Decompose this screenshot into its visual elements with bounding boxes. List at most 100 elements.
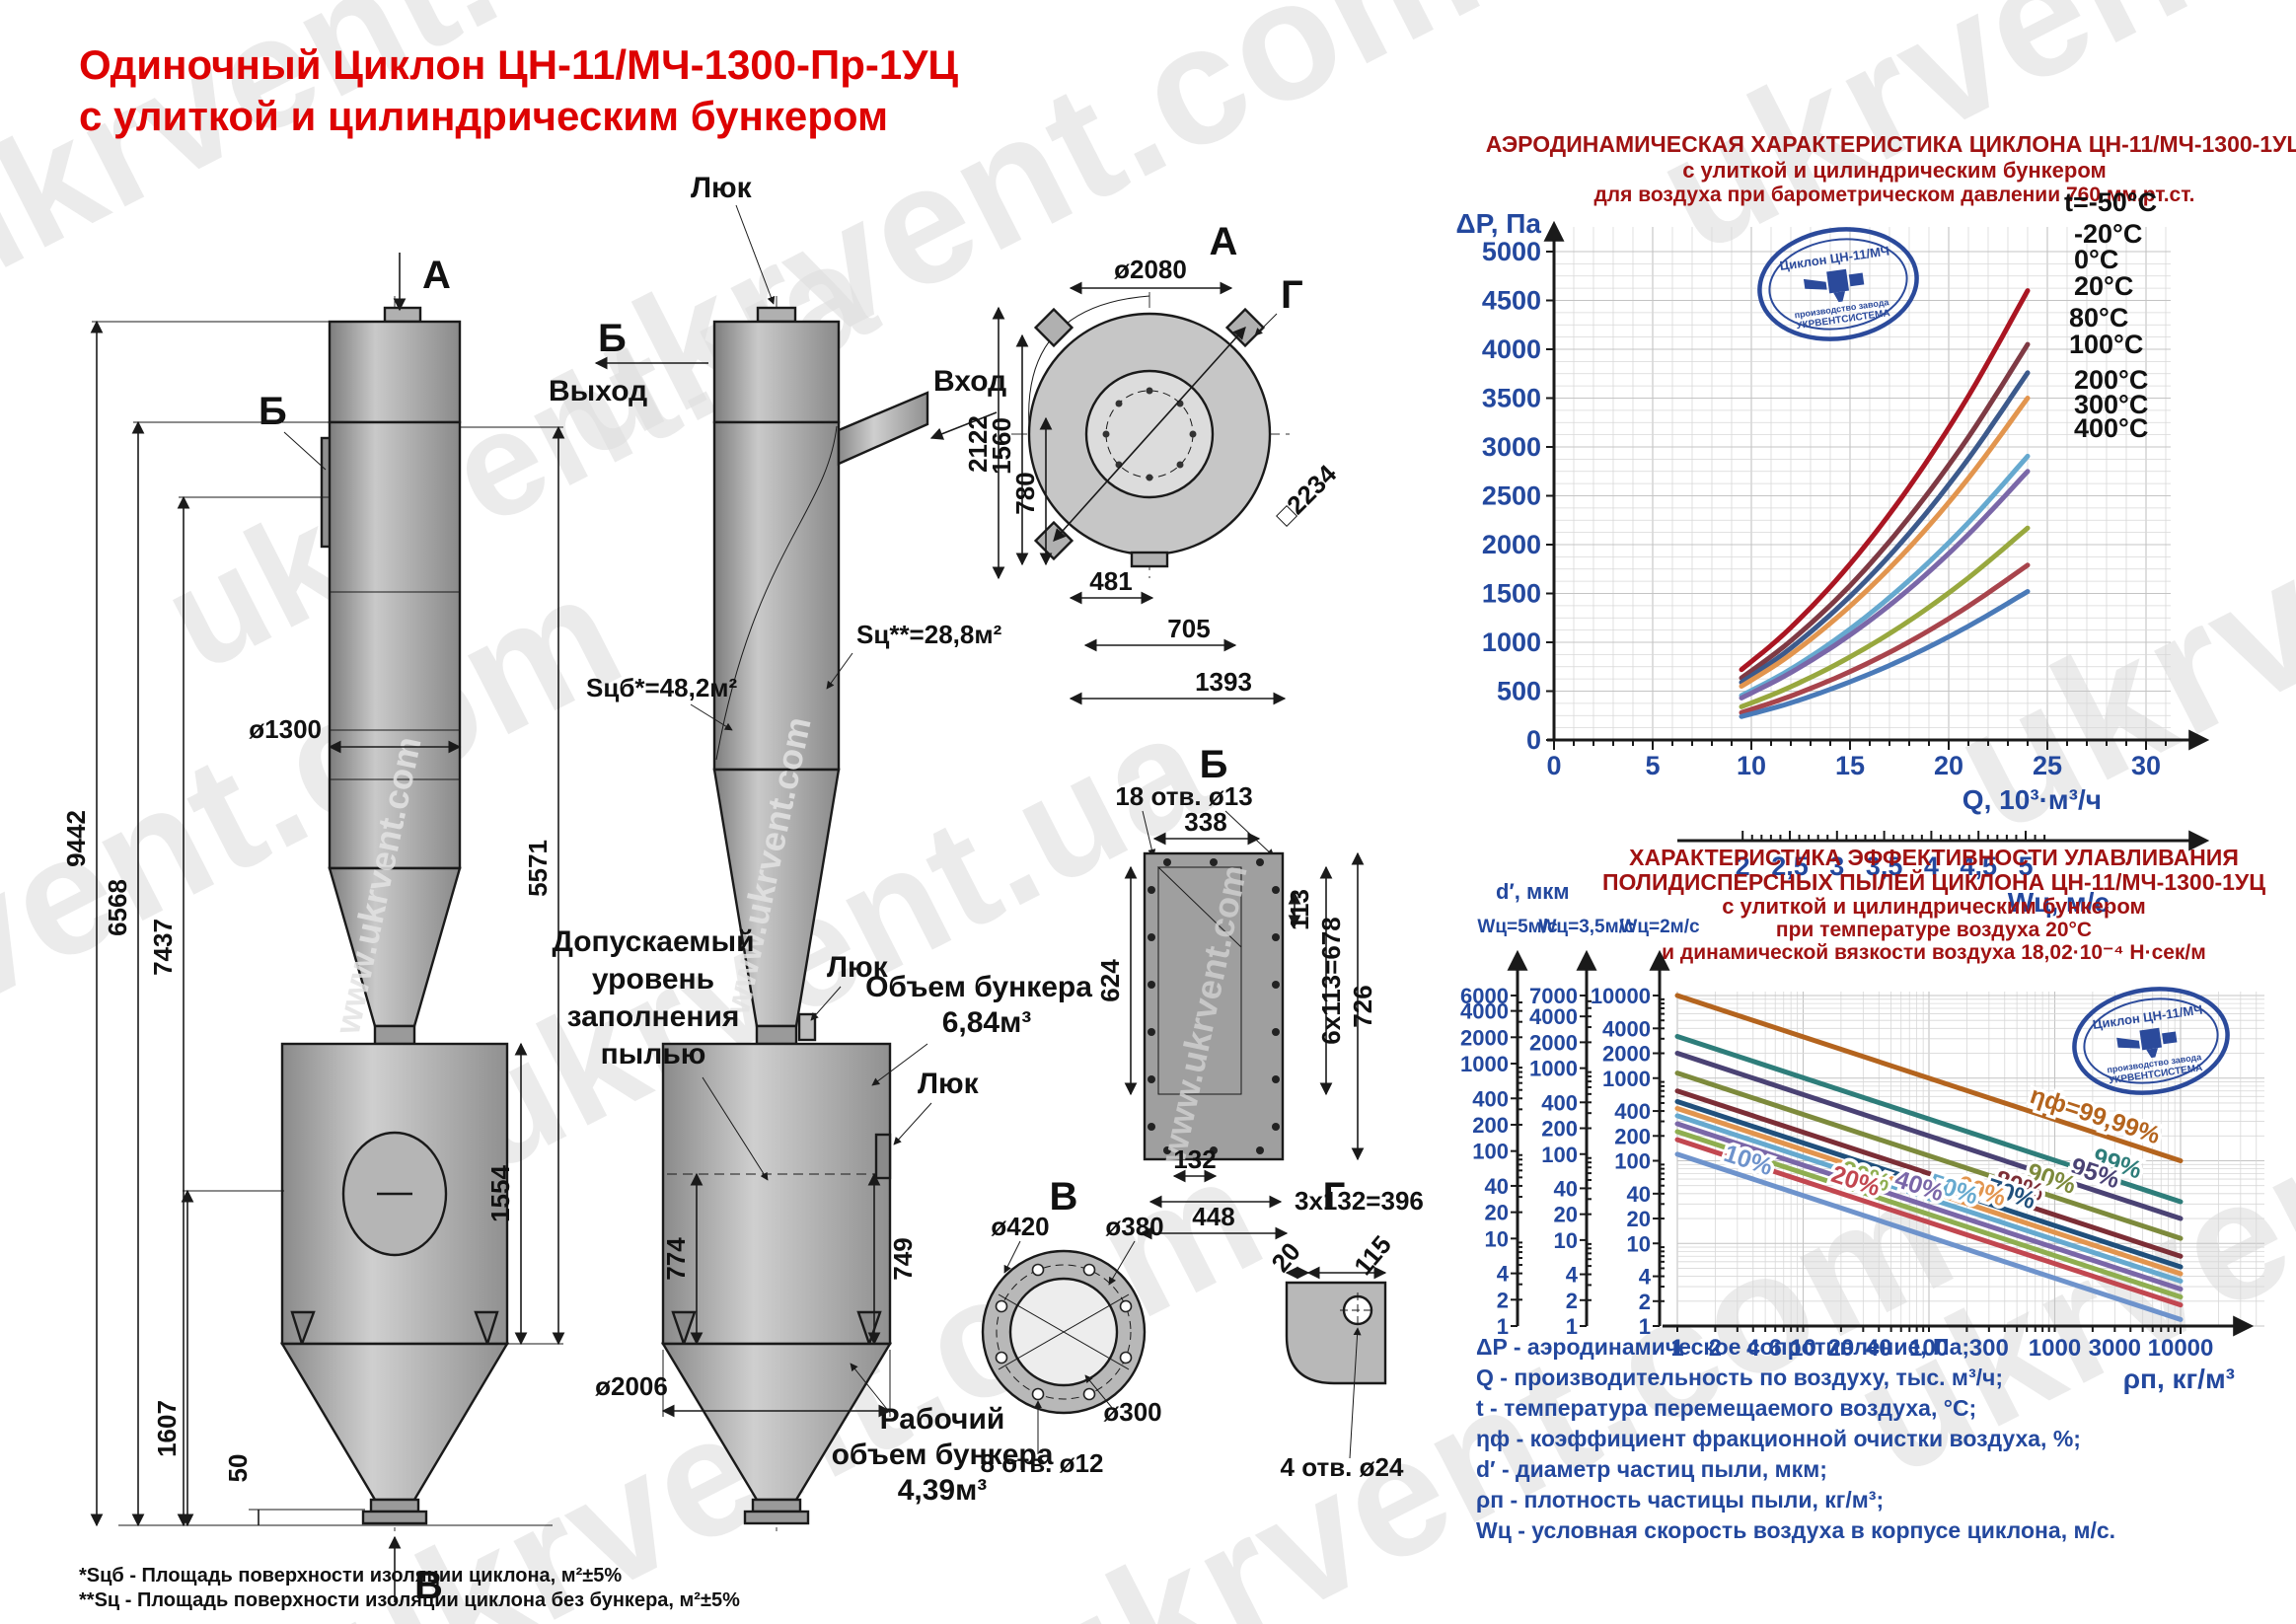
w-tick-label: 3,5 — [1866, 851, 1903, 881]
w-tick-label: 2,5 — [1771, 851, 1809, 881]
dust-outlet-flange — [743, 1510, 810, 1525]
note-line: 6,84м³ — [942, 1006, 1032, 1039]
efficiency-line — [1674, 1051, 2184, 1221]
scale-tick-label: 10000 — [1591, 984, 1651, 1008]
note-line: Допускаемый — [552, 925, 754, 958]
bunker-hatch — [874, 1133, 892, 1180]
x-tick-label: 4 — [1746, 1335, 1760, 1362]
symbols-legend: ΔP - аэродинамическое сопротивление, Па;… — [1476, 1332, 2115, 1546]
dim-2234 — [1053, 327, 1246, 542]
scroll-shade — [1156, 866, 1242, 949]
dim-label: ø300 — [1103, 1397, 1161, 1427]
efficiency-chart: ХАРАКТЕРИСТИКА ЭФФЕКТИВНОСТИ УЛАВЛИВАНИЯ… — [1460, 845, 2265, 1394]
leader — [1224, 810, 1275, 857]
dim-label: 113 — [1285, 889, 1314, 930]
y-tick-label: 0 — [1526, 725, 1541, 755]
scale-tick-label: 40 — [1627, 1182, 1651, 1207]
leader — [1254, 313, 1278, 336]
dim-label: 749 — [888, 1237, 918, 1280]
footnote-1: *Sцб - Площадь поверхности изоляции цикл… — [79, 1565, 623, 1587]
dim-label: 774 — [661, 1237, 691, 1281]
x-tick-label: 5 — [1645, 751, 1660, 780]
scale-tick-label: 1000 — [1529, 1057, 1578, 1081]
x-tick-label: 25 — [2033, 751, 2062, 780]
top-hatch — [383, 306, 422, 324]
corner-plate — [1285, 1281, 1387, 1385]
section-a-label: А — [422, 254, 451, 297]
dim-label: 1393 — [1195, 667, 1252, 697]
efficiency-line — [1674, 1137, 2184, 1308]
dim-label: 6568 — [103, 879, 132, 936]
support-foot — [671, 1310, 697, 1348]
outlet-box — [712, 320, 841, 424]
efficiency-line — [1674, 1121, 2184, 1292]
cylinder-body — [328, 420, 462, 870]
scale-tick-label: 4 — [1566, 1263, 1579, 1288]
scroll-curve — [715, 425, 838, 761]
x-tick-label: 3000 — [2089, 1335, 2141, 1362]
scale-tick-label: 100 — [1614, 1149, 1651, 1174]
scale-tick-label: 1000 — [1602, 1067, 1651, 1091]
dust-outlet — [751, 1498, 802, 1513]
dust-outlet — [369, 1498, 420, 1513]
x-tick-label: 20 — [1828, 1335, 1855, 1362]
chart-title2: ПОЛИДИСПЕРСНЫХ ПЫЛЕЙ ЦИКЛОНА ЦН-11/МЧ-13… — [1602, 868, 2265, 895]
y-axis-label: d′, мкм — [1496, 879, 1570, 904]
scale-tick-label: 400 — [1472, 1086, 1509, 1111]
note-line: Объем бункера — [865, 971, 1092, 1003]
efficiency-line — [1674, 993, 2184, 1163]
scale-tick-label: 4000 — [1529, 1004, 1578, 1029]
footnote-2: **Sц - Площадь поверхности изоляции цикл… — [79, 1589, 740, 1611]
y-axis-label: ΔP, Па — [1456, 208, 1542, 239]
hatch-label-top: Люк — [691, 172, 753, 204]
legend-line: Wц - условная скорость воздуха в корпусе… — [1476, 1517, 2116, 1543]
series-curve — [1739, 525, 2031, 709]
scale-tick-label: 100 — [1541, 1143, 1578, 1167]
view-a-title: А — [1210, 220, 1238, 263]
chart-ticks: 0500100015002000250030003500400045005000… — [1482, 237, 2167, 780]
note-line: Рабочий — [880, 1403, 1005, 1436]
scale-tick-label: 2 — [1497, 1288, 1509, 1312]
s-cyl-bunker-label: Sцб*=48,2м² — [586, 673, 738, 702]
dim-label: 1554 — [485, 1165, 515, 1222]
x-axis-label: Q, 10³·м³/ч — [1963, 784, 2102, 815]
scale-tick-label: 400 — [1541, 1090, 1578, 1115]
efficiency-line — [1674, 1033, 2184, 1205]
series-curve — [1739, 341, 2031, 681]
corner-flange — [1033, 307, 1074, 348]
section-v-label: В — [414, 1564, 443, 1607]
dim-label: 1607 — [152, 1400, 182, 1457]
scale-tick-label: 20 — [1554, 1203, 1578, 1227]
x-tick-label: 100 — [1909, 1335, 1949, 1362]
note-line: 4,39м³ — [898, 1474, 988, 1507]
series-label: 200°C — [2074, 365, 2148, 395]
inlet-duct — [837, 391, 929, 466]
page-title-line1: Одиночный Циклон ЦН-11/МЧ-1300-Пр-1УЦ — [79, 41, 959, 88]
dim-label: 1560 — [987, 417, 1016, 475]
scale-tick-label: 100 — [1472, 1140, 1509, 1164]
front-view: www.ukrvent.com А Б В 9442 6568 7437 ø13… — [61, 253, 565, 1607]
detail-b-label: Б — [259, 390, 287, 433]
dim-label: 624 — [1095, 959, 1125, 1002]
efficiency-line — [1674, 1151, 2184, 1322]
scale-tick-label: 20 — [1627, 1207, 1651, 1231]
y-tick-label: 1000 — [1482, 627, 1541, 657]
dim-label: 726 — [1348, 985, 1377, 1027]
chart-series: t=-50°C-20°C0°C20°C80°C100°C200°C300°C40… — [1739, 187, 2157, 719]
note-line: пылью — [601, 1038, 706, 1070]
bunker-cone — [279, 1342, 510, 1502]
series-label: 80°C — [2069, 303, 2128, 332]
dim-label: 2122 — [963, 415, 993, 473]
efficiency-line — [1674, 1070, 2184, 1241]
chart-subtitle2: для воздуха при барометрическом давлении… — [1593, 184, 2194, 206]
y-tick-label: 2000 — [1482, 530, 1541, 559]
x-tick-label: 20 — [1934, 751, 1963, 780]
s-cyl-label: Sц**=28,8м² — [856, 620, 1002, 649]
w-axis-label: Wц, м/с — [2008, 887, 2110, 918]
legend-line: ρп - плотность частицы пыли, кг/м³; — [1476, 1487, 1885, 1513]
flange-plate — [1143, 851, 1285, 1161]
x-tick-label: 300 — [1969, 1335, 2009, 1362]
bolt-holes — [995, 1263, 1133, 1401]
